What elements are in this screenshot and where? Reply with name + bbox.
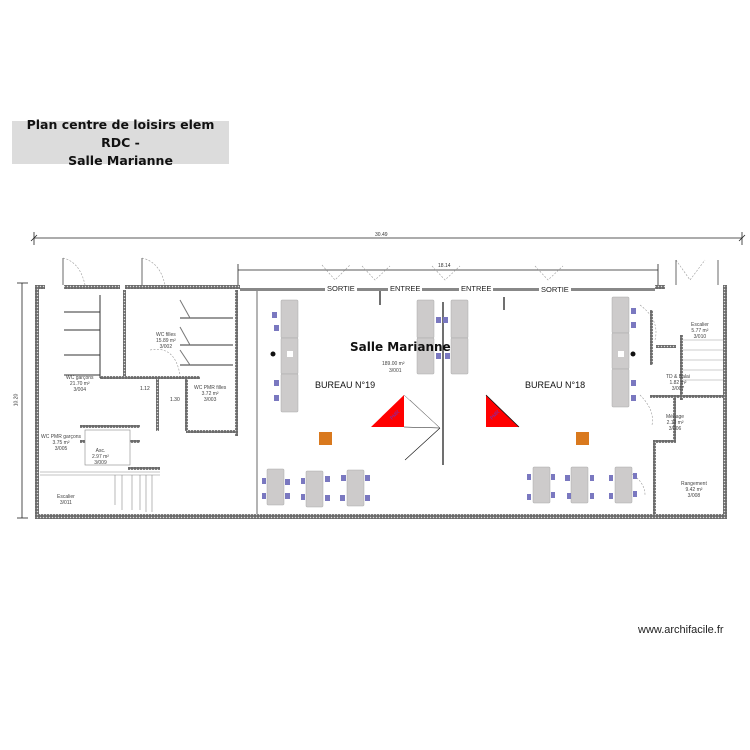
main-room-name: Salle Marianne <box>350 340 451 354</box>
dim-hall-width: 18.14 <box>438 263 451 269</box>
door-swings <box>62 257 706 496</box>
zone-bureau-18: BUREAU N°18 <box>525 380 586 390</box>
plan-title-line2: Salle Marianne <box>68 152 173 168</box>
dim-overall-height: 10.20 <box>13 393 20 407</box>
main-room-area: 189.00 m² <box>382 361 405 367</box>
outer-walls <box>35 285 727 519</box>
wc-stalls <box>64 295 233 378</box>
pmr-triangles: PMR PMR <box>371 394 520 429</box>
door-sortie-2: SORTIE <box>539 285 571 294</box>
dim-overall-width: 30.49 <box>375 232 388 238</box>
dimension-lines <box>17 232 746 519</box>
watermark-link[interactable]: www.archifacile.fr <box>638 624 724 636</box>
dim-small-1: 1.12 <box>140 386 150 392</box>
main-room-code: 3/001 <box>389 368 402 374</box>
tables <box>266 296 633 508</box>
central-divider <box>379 291 505 465</box>
stairs-left <box>40 429 160 512</box>
stairs-right <box>683 339 723 381</box>
white-markers <box>270 351 636 357</box>
marker-right <box>576 432 589 445</box>
plan-title: Plan centre de loisirs elem RDC - Salle … <box>12 117 229 168</box>
chairs <box>262 308 637 501</box>
door-entree-1: ENTREE <box>388 284 423 293</box>
zone-bureau-19: BUREAU N°19 <box>315 380 376 390</box>
door-entree-2: ENTREE <box>459 284 494 293</box>
dim-small-2: 1.30 <box>170 397 180 403</box>
plan-title-line1: Plan centre de loisirs elem RDC - <box>26 116 215 150</box>
door-sortie-1: SORTIE <box>325 284 357 293</box>
marker-left <box>319 432 332 445</box>
